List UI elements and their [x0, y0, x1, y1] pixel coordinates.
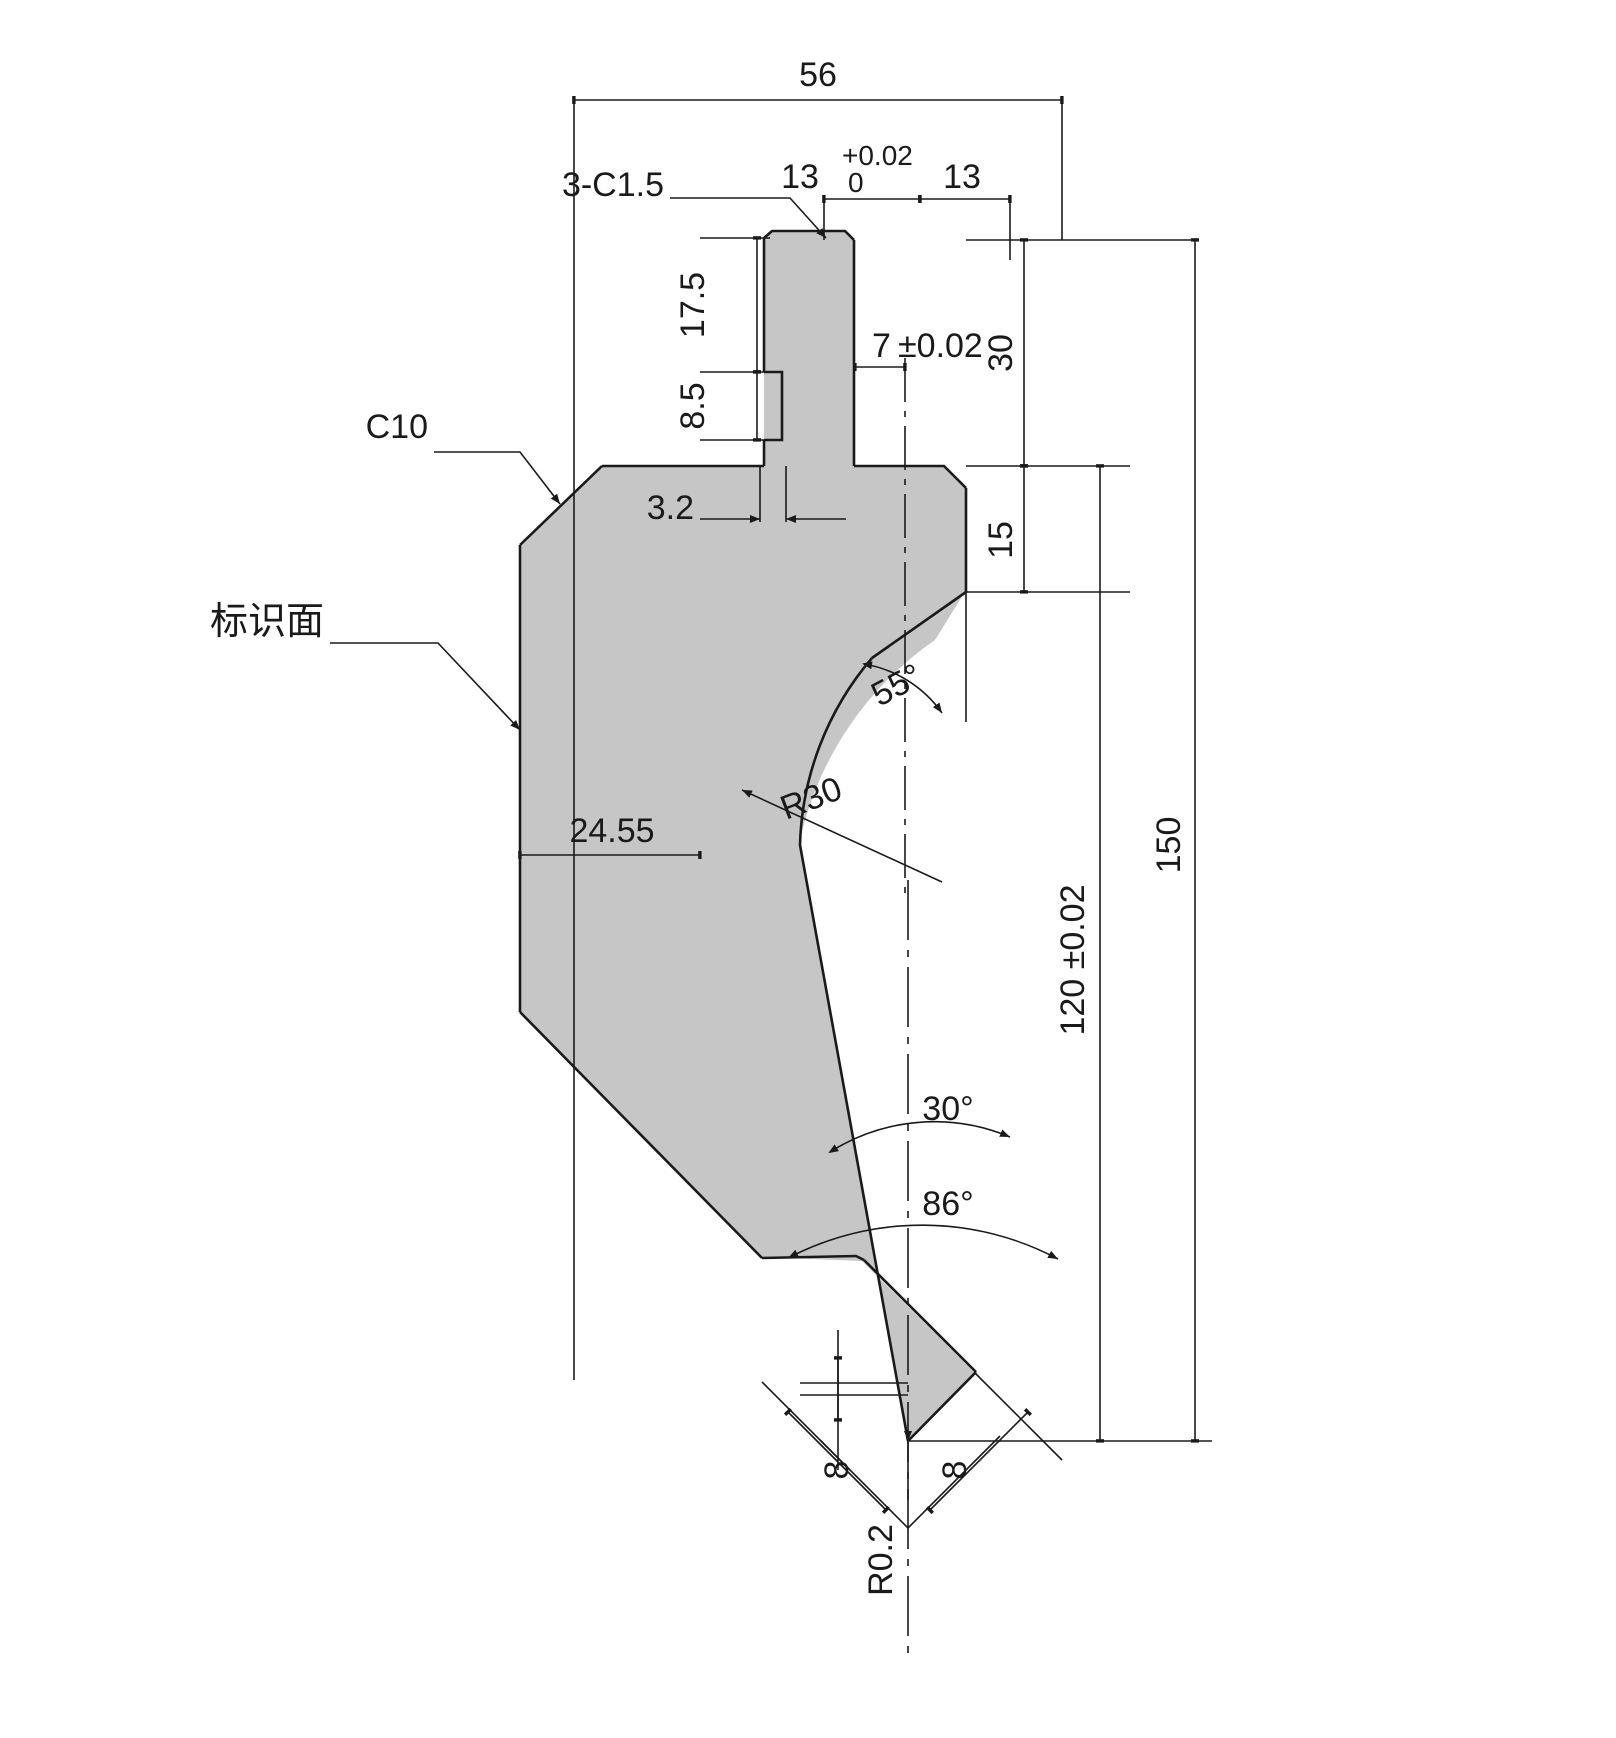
leader-r30	[741, 789, 943, 883]
tip-back-face	[863, 1259, 977, 1373]
dim-8-right	[925, 1408, 1032, 1515]
label-body-width: 24.55	[569, 812, 654, 850]
left-flank-lower	[519, 1011, 763, 1259]
shoulder-right	[854, 464, 967, 489]
label-tip-right: 8	[936, 1461, 974, 1480]
relief-face-55	[871, 590, 967, 660]
r30-arc-and-flank	[798, 657, 910, 1442]
label-chamfer-note: 3-C1.5	[562, 166, 664, 204]
label-tang-right: 13	[943, 158, 981, 196]
tang-top-edge	[763, 229, 855, 241]
arc-55	[862, 661, 943, 714]
label-height-150: 150	[1150, 817, 1188, 874]
label-corner-chamfer: C10	[366, 408, 428, 446]
part-fill	[520, 232, 975, 1440]
label-tang-tol-upper: +0.02	[842, 140, 913, 171]
dimension-text-layer: 56 13 +0.02 0 13 3-C1.5 17.5 8.5 3.2 7 ±…	[210, 56, 1188, 1596]
label-shoulder-15: 15	[982, 521, 1020, 559]
c10-chamfer	[519, 465, 603, 546]
dim-8-left	[783, 1407, 890, 1514]
label-angle-86: 86°	[922, 1185, 973, 1223]
label-tip-radius: R0.2	[862, 1524, 900, 1596]
arc-30	[828, 1120, 1011, 1154]
label-tip-left: 8	[818, 1461, 856, 1480]
label-tang-thickness: 7	[872, 327, 891, 365]
label-marking-face: 标识面	[210, 599, 324, 643]
leader-3c15	[670, 197, 827, 239]
label-tang-thickness-tol: ±0.02	[898, 327, 983, 365]
label-tang-height: 17.5	[674, 272, 712, 338]
ext-8-right-a	[907, 1435, 1001, 1529]
label-tang-tol-lower: 0	[848, 167, 864, 198]
label-width-total: 56	[799, 56, 837, 94]
arc-86	[788, 1224, 1059, 1260]
leader-c10	[434, 451, 561, 505]
part-outline	[520, 232, 975, 1440]
label-groove-depth: 3.2	[647, 489, 694, 527]
label-shoulder-30: 30	[982, 334, 1020, 372]
label-angle-30: 30°	[922, 1090, 973, 1128]
label-height-120: 120 ±0.02	[1054, 884, 1092, 1035]
tip-right-flank	[907, 1371, 977, 1442]
label-tang-left: 13	[781, 158, 819, 196]
leader-marking-face	[330, 642, 521, 731]
label-groove-height: 8.5	[674, 382, 712, 429]
dimension-lines	[330, 96, 1212, 1660]
